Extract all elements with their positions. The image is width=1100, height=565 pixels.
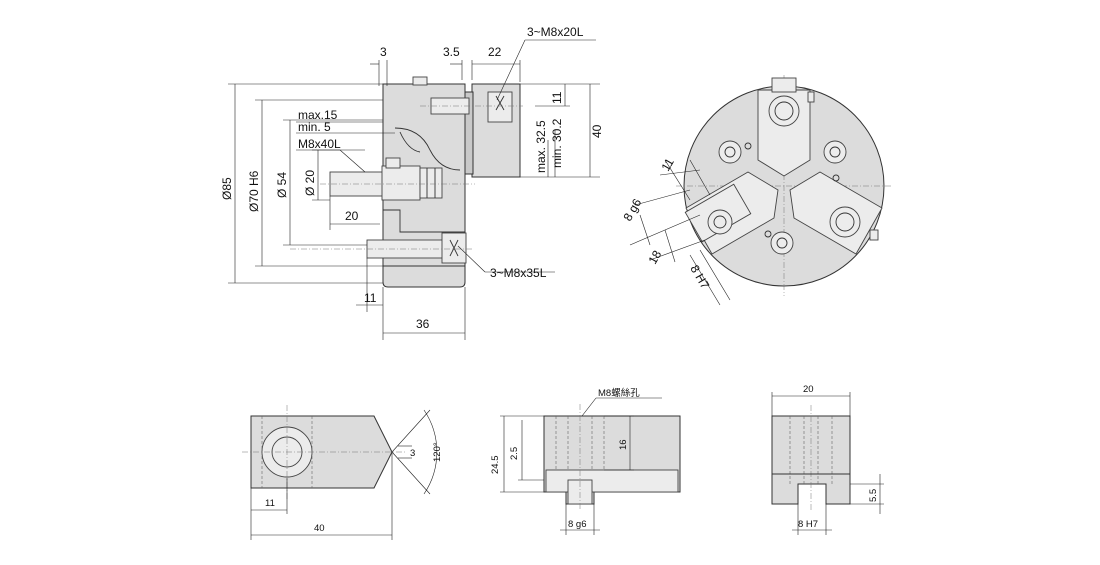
dim-side-3: 3 (380, 45, 387, 59)
front-body-screw-1 (718, 140, 742, 164)
dim-mid-24-5: 24.5 (490, 456, 501, 475)
front-screw-left (707, 209, 733, 235)
side-jaw-shoulder (464, 91, 474, 175)
dim-side-22: 22 (488, 45, 502, 59)
dim-mid-2-5: 2.5 (509, 447, 520, 460)
dim-jaw-3: 3 (410, 448, 415, 459)
front-body-screw-3 (770, 231, 794, 255)
dim-side-20: 20 (345, 209, 359, 223)
dim-front-11: 11 (658, 155, 677, 173)
jaw-top-view: 3 120° 11 40 (242, 405, 443, 540)
front-view: 11 8 g6 18 8 H7 (620, 75, 892, 306)
dim-jaw-120: 120° (432, 442, 443, 462)
front-screw-top (768, 95, 800, 127)
front-screw-right (829, 206, 861, 238)
dim-dia85: Ø85 (220, 177, 234, 200)
side-view: 3 3.5 22 3~M8x20L 11 max. 32.5 min. 30.2… (220, 25, 604, 340)
front-dimensions (629, 159, 731, 306)
side-top-screw-head (487, 91, 513, 123)
label-m8-hole: M8螺絲孔 (598, 387, 640, 399)
dim-right-20: 20 (803, 384, 814, 395)
dim-dia54: Ø 54 (275, 172, 289, 198)
side-center-nut (419, 167, 443, 199)
dim-front-8g6: 8 g6 (620, 196, 644, 224)
dim-mid-16: 16 (618, 439, 629, 450)
side-top-nub (412, 76, 428, 86)
dim-jaw-40: 40 (314, 523, 325, 534)
dim-side-11-bottom: 11 (364, 291, 377, 305)
side-cavity (394, 127, 461, 171)
label-thread-top: 3~M8x20L (527, 25, 584, 39)
dim-mid-8g6: 8 g6 (568, 519, 587, 530)
dim-max15: max.15 (298, 108, 338, 122)
dim-stroke-max: max. 32.5 (534, 120, 548, 173)
dim-dia70: Ø70 H6 (247, 170, 261, 212)
dim-stroke-min: min. 30.2 (550, 118, 564, 168)
dim-side-36: 36 (416, 317, 430, 331)
dim-front-18: 18 (645, 248, 664, 267)
dim-front-8h7: 8 H7 (687, 263, 712, 292)
dim-jaw-11: 11 (265, 498, 275, 509)
jaw-side-view: M8螺絲孔 24.5 2.5 16 8 g6 (490, 387, 681, 535)
label-thread-bottom: 3~M8x35L (490, 266, 547, 280)
dim-right-8h7: 8 H7 (798, 519, 818, 530)
dim-side-40: 40 (590, 124, 604, 138)
dim-side-11-top: 11 (550, 91, 564, 104)
label-m8x40l: M8x40L (298, 137, 341, 151)
side-center-pin-collar (381, 165, 421, 201)
front-body-screw-2 (823, 140, 847, 164)
side-dimensions (228, 39, 600, 340)
dim-right-5-5: 5.5 (868, 489, 879, 502)
dim-dia20: Ø 20 (303, 170, 317, 196)
dim-side-3-5: 3.5 (443, 45, 460, 59)
dim-min5: min. 5 (298, 120, 331, 134)
jaw-end-view: 20 5.5 8 H7 (771, 384, 884, 535)
